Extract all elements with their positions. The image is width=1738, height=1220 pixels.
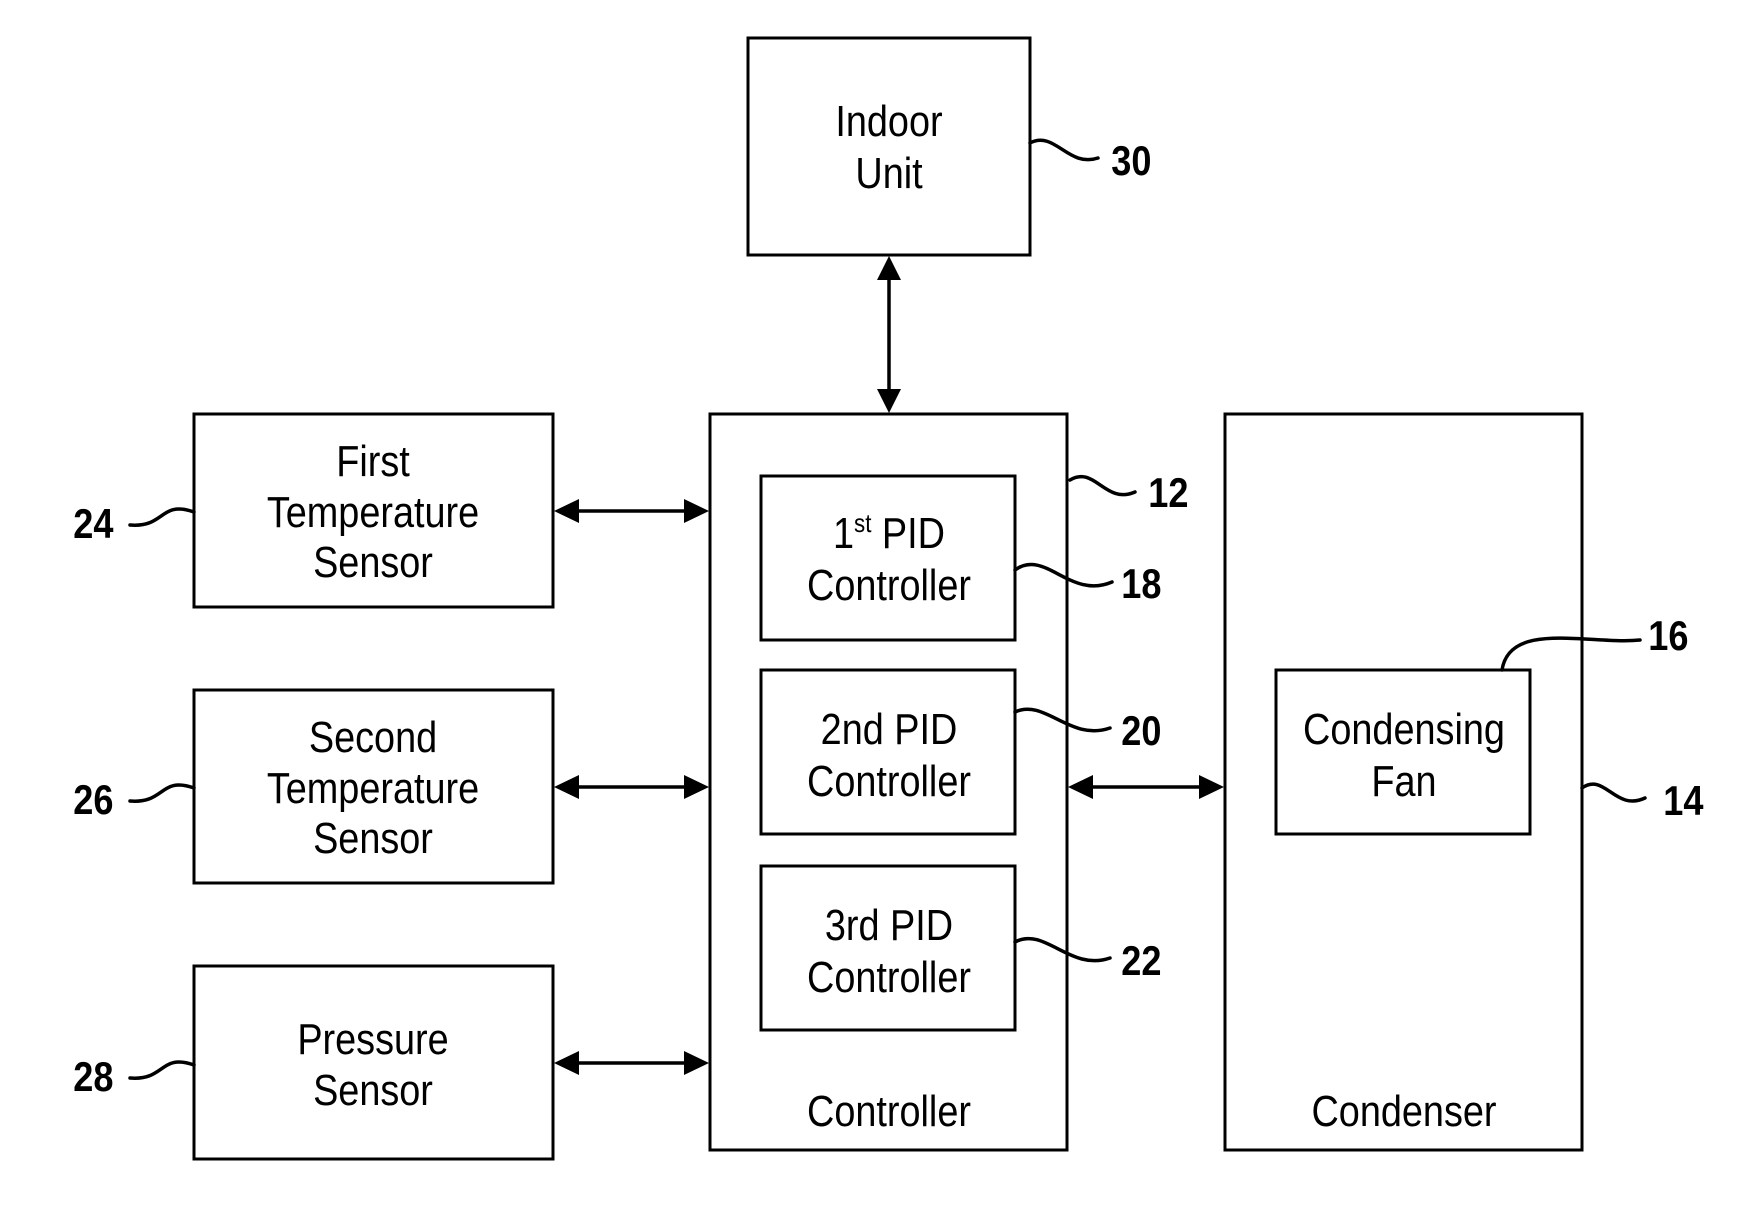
- ref-26: 26: [73, 778, 113, 824]
- pressure-sensor-line2: Sensor: [313, 1065, 433, 1114]
- first-temperature-sensor-line2: Temperature: [267, 487, 479, 536]
- indoor-unit-block: Indoor Unit: [748, 38, 1030, 255]
- first-temperature-sensor-block: First Temperature Sensor: [194, 414, 553, 607]
- ref-28: 28: [73, 1055, 113, 1101]
- controller-leader: [1070, 477, 1135, 495]
- second-temperature-controller-connector: [554, 775, 709, 799]
- first-temperature-sensor-line1: First: [336, 436, 410, 485]
- ref-20: 20: [1121, 709, 1161, 755]
- condensing-fan-block: Condensing Fan: [1276, 670, 1530, 834]
- pid-controller-2-line1: 2nd PID: [821, 704, 958, 753]
- pid-controller-1-line2: Controller: [807, 560, 971, 609]
- ref-18: 18: [1121, 562, 1161, 608]
- pid-controller-2-line2: Controller: [807, 756, 971, 805]
- pid-controller-3-line1: 3rd PID: [825, 900, 953, 949]
- ref-24: 24: [73, 502, 113, 548]
- first-temperature-sensor-leader: [130, 509, 194, 525]
- pid-controller-1-block: 1st PID Controller: [761, 476, 1015, 640]
- controller-condenser-connector: [1068, 775, 1224, 799]
- second-temperature-sensor-line2: Temperature: [267, 763, 479, 812]
- ref-14: 14: [1663, 779, 1703, 825]
- pressure-sensor-leader: [130, 1062, 194, 1078]
- indoor-unit-leader: [1030, 140, 1098, 159]
- condensing-fan-line1: Condensing: [1303, 704, 1505, 753]
- ref-22: 22: [1121, 939, 1161, 985]
- pid-controller-3-line2: Controller: [807, 952, 971, 1001]
- controller-label: Controller: [807, 1086, 971, 1135]
- second-temperature-sensor-line1: Second: [309, 712, 437, 761]
- pressure-controller-connector: [554, 1051, 709, 1075]
- first-temperature-sensor-line3: Sensor: [313, 537, 433, 586]
- pressure-sensor-block: Pressure Sensor: [194, 966, 553, 1159]
- first-temperature-controller-connector: [554, 499, 709, 523]
- condenser-label: Condenser: [1311, 1086, 1496, 1135]
- pressure-sensor-line1: Pressure: [297, 1014, 448, 1063]
- ref-30: 30: [1111, 139, 1151, 185]
- condensing-fan-line2: Fan: [1371, 756, 1436, 805]
- indoor-unit-label-line1: Indoor: [835, 96, 942, 145]
- second-temperature-sensor-leader: [130, 785, 194, 801]
- second-temperature-sensor-line3: Sensor: [313, 813, 433, 862]
- pid-controller-3-block: 3rd PID Controller: [761, 866, 1015, 1030]
- indoor-unit-label-line2: Unit: [855, 148, 923, 197]
- indoor-controller-connector: [877, 256, 901, 413]
- condenser-leader: [1582, 784, 1645, 801]
- second-temperature-sensor-block: Second Temperature Sensor: [194, 690, 553, 883]
- ref-16: 16: [1648, 614, 1688, 660]
- pid-controller-1-line1: 1st PID: [833, 508, 945, 557]
- ref-12: 12: [1148, 471, 1188, 517]
- pid-controller-2-block: 2nd PID Controller: [761, 670, 1015, 834]
